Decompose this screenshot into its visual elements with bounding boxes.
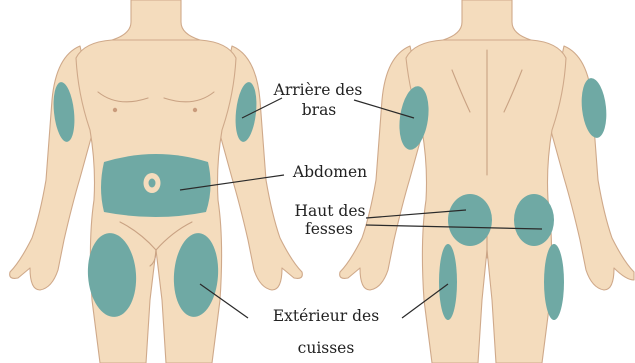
label-upper-buttocks-line2: fesses (305, 220, 353, 238)
label-back-of-arms-line2: bras (302, 101, 337, 119)
labels: Arrière des bras Abdomen Haut des fesses… (273, 81, 380, 357)
back-body-figure (340, 0, 634, 363)
back-left-thigh-zone (439, 244, 457, 320)
label-abdomen: Abdomen (292, 163, 367, 181)
back-right-thigh-zone (544, 244, 564, 320)
left-buttock-zone (448, 194, 492, 246)
right-buttock-zone (514, 194, 554, 246)
front-body-figure (10, 0, 303, 363)
label-outer-thighs-line1: Extérieur des (273, 307, 379, 325)
label-upper-buttocks-line1: Haut des (295, 202, 366, 220)
label-outer-thighs-line2: cuisses (298, 339, 355, 357)
label-back-of-arms-line1: Arrière des (273, 81, 363, 99)
